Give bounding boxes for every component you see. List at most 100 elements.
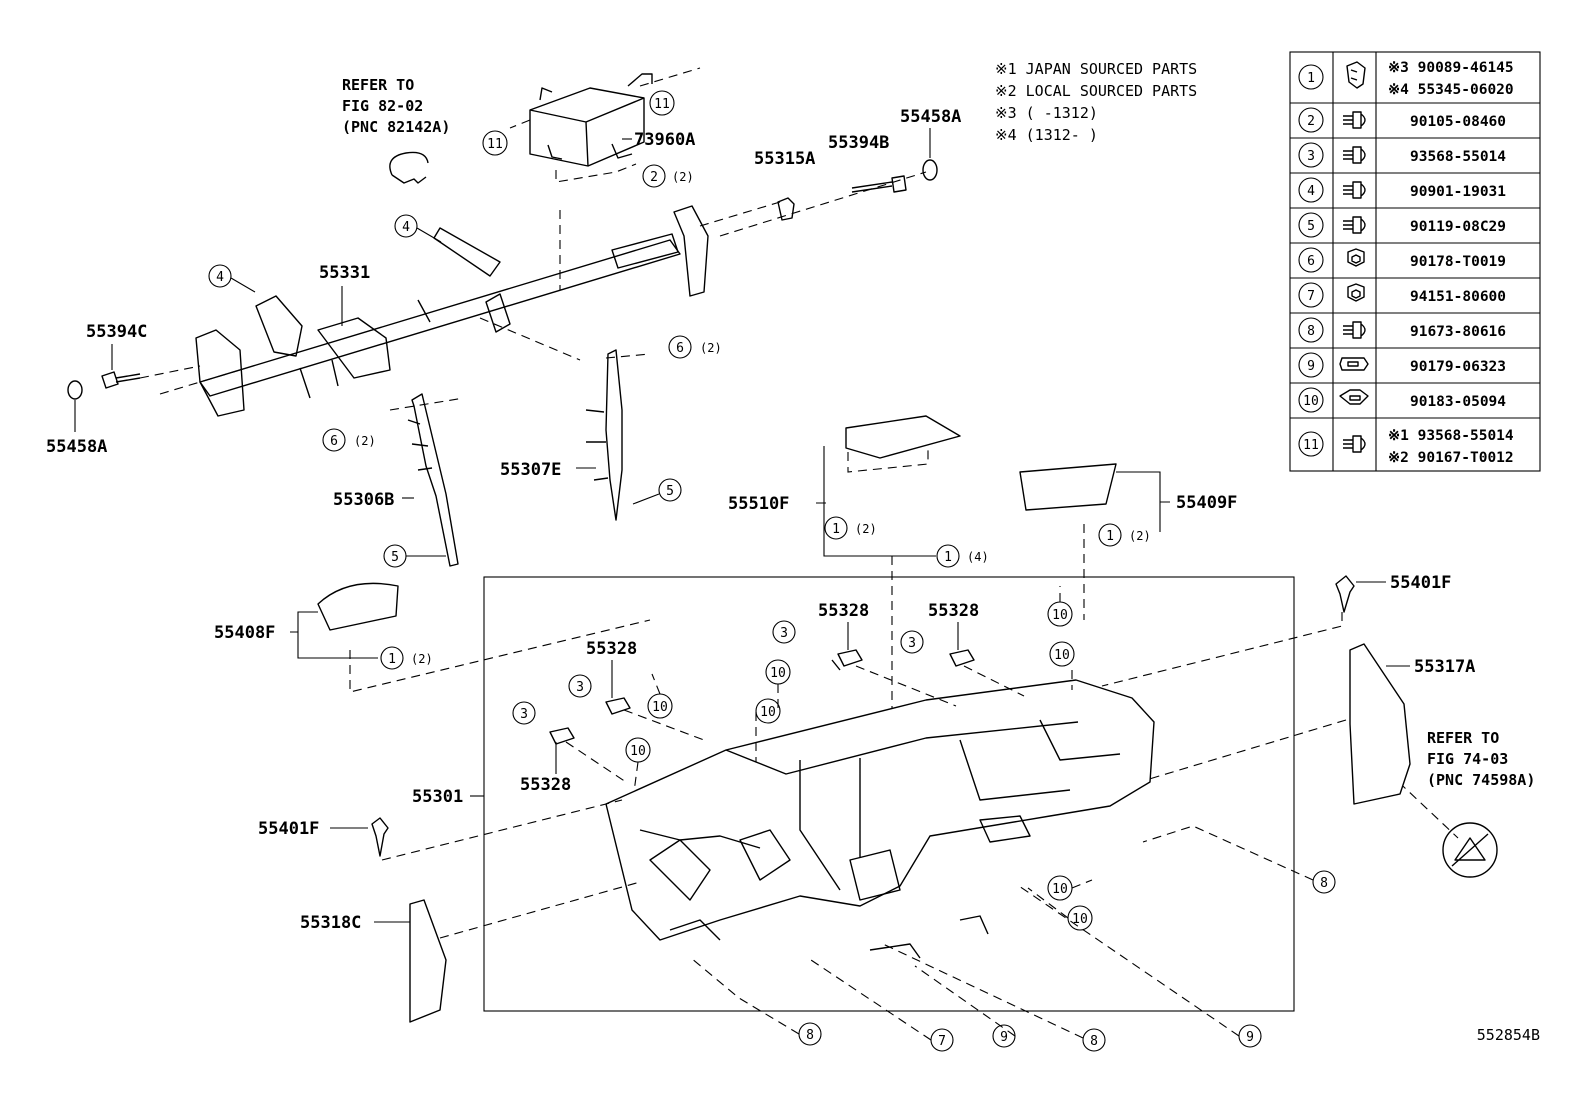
bolt-icon — [1343, 216, 1366, 234]
note-line-4: ※4 (1312- ) — [995, 126, 1098, 144]
callout-3-b: 3 — [900, 630, 924, 654]
part-label-73960A: 73960A — [634, 130, 695, 150]
svg-text:8: 8 — [1090, 1034, 1098, 1049]
svg-text:3: 3 — [576, 680, 584, 695]
note-line-3: ※3 ( -1312) — [995, 104, 1098, 122]
table-row-11-pn-b: ※2 90167-T0012 — [1388, 450, 1514, 466]
part-label-55328-c: 55328 — [586, 639, 637, 659]
callout-10-d: 10 — [755, 698, 781, 724]
warning-label-icon — [1442, 822, 1498, 878]
callout-11-b: 11 — [649, 90, 675, 116]
callout-4-a: 4 — [394, 214, 418, 238]
braces: 55306B 55307E — [333, 349, 651, 567]
part-label-55328-b: 55328 — [928, 601, 979, 621]
cap-icon — [922, 159, 938, 181]
svg-text:6: 6 — [676, 341, 684, 356]
bolt-icon — [101, 371, 141, 389]
svg-text:1: 1 — [944, 550, 952, 565]
callout-10-a: 10 — [1047, 601, 1073, 627]
nut-icon — [1347, 248, 1365, 267]
part-label-55458A-left: 55458A — [46, 437, 107, 457]
clip-icon — [549, 727, 575, 745]
table-row-1-number: 1 — [1307, 71, 1315, 86]
callout-8-c: 8 — [1082, 1028, 1106, 1052]
svg-text:(2): (2) — [1129, 529, 1151, 543]
table-row-8-pn: 91673-80616 — [1410, 324, 1506, 340]
callout-3-c: 3 — [568, 674, 592, 698]
callout-6-b: 6 (2) — [322, 428, 376, 452]
callout-1-a: 1 (2) — [824, 516, 877, 540]
part-label-55510F: 55510F — [728, 494, 789, 514]
table-row-10-number: 10 — [1303, 394, 1319, 409]
table-row-11-number: 11 — [1303, 438, 1319, 453]
svg-text:3: 3 — [908, 636, 916, 651]
svg-text:(2): (2) — [700, 341, 722, 355]
clip-icon — [831, 649, 863, 671]
part-label-55317A: 55317A — [1414, 657, 1475, 677]
bolt-icon — [1343, 321, 1366, 339]
table-row-3-pn: 93568-55014 — [1410, 149, 1506, 165]
table-row-1-pn-b: ※4 55345-06020 — [1388, 82, 1514, 98]
part-label-55401F-left: 55401F — [258, 819, 319, 839]
callout-9-a: 9 — [992, 1024, 1016, 1048]
svg-text:3: 3 — [780, 626, 788, 641]
svg-text:2: 2 — [650, 170, 658, 185]
callout-1-d: 1 (2) — [380, 646, 433, 670]
clip-icon — [605, 697, 631, 715]
callout-10-f: 10 — [625, 737, 651, 763]
wire-clip-icon — [389, 151, 429, 184]
part-label-55307E: 55307E — [500, 460, 561, 480]
part-label-55328-a: 55328 — [818, 601, 869, 621]
table-row-5-pn: 90119-08C29 — [1410, 219, 1506, 235]
callout-7: 7 — [930, 1028, 954, 1052]
callout-10-b: 10 — [1049, 641, 1075, 667]
callout-6-a: 6 (2) — [668, 335, 722, 359]
table-row-6-pn: 90178-T0019 — [1410, 254, 1506, 270]
bolt-icon — [1343, 181, 1366, 199]
screw-icon — [1343, 146, 1366, 164]
part-label-55401F-right: 55401F — [1390, 573, 1451, 593]
svg-text:10: 10 — [1054, 648, 1070, 663]
part-label-55315A: 55315A — [754, 149, 815, 169]
svg-text:9: 9 — [1246, 1030, 1254, 1045]
table-row-9-number: 9 — [1307, 359, 1315, 374]
bolt-icon — [1343, 111, 1366, 129]
table-row-8-number: 8 — [1307, 324, 1315, 339]
table-row-4-number: 4 — [1307, 184, 1315, 199]
u-nut-icon — [1339, 389, 1369, 405]
svg-text:10: 10 — [1072, 912, 1088, 927]
svg-text:5: 5 — [391, 550, 399, 565]
svg-text:FIG 74-03: FIG 74-03 — [1427, 750, 1508, 768]
callout-3-a: 3 — [772, 620, 796, 644]
callout-5-b: 5 — [383, 544, 407, 568]
svg-text:9: 9 — [1000, 1030, 1008, 1045]
fastener-table: 1 ※3 90089-46145 ※4 55345-06020 2 90105-… — [1289, 51, 1541, 472]
instrument-panel-dashboard: 55301 — [412, 679, 1155, 959]
callout-11-a: 11 — [482, 130, 508, 156]
side-parts: 55401F 55317A 55401F 55318C — [258, 573, 1475, 1023]
svg-text:REFER TO: REFER TO — [342, 76, 414, 94]
callout-10-c: 10 — [765, 659, 791, 685]
nut-icon — [1347, 283, 1365, 302]
svg-text:6: 6 — [330, 434, 338, 449]
table-row-2-number: 2 — [1307, 114, 1315, 129]
svg-text:10: 10 — [652, 700, 668, 715]
callout-4-b: 4 — [208, 264, 232, 288]
svg-text:10: 10 — [1052, 608, 1068, 623]
svg-text:8: 8 — [1320, 876, 1328, 891]
callout-10-e: 10 — [647, 693, 673, 719]
callout-5-a: 5 — [658, 478, 682, 502]
table-row-1-pn-a: ※3 90089-46145 — [1388, 60, 1514, 76]
callout-9-b: 9 — [1238, 1024, 1262, 1048]
svg-text:4: 4 — [402, 220, 410, 235]
svg-text:1: 1 — [832, 522, 840, 537]
part-label-55306B: 55306B — [333, 490, 394, 510]
svg-text:8: 8 — [806, 1028, 814, 1043]
refer-note-right: REFER TO FIG 74-03 (PNC 74598A) — [1387, 729, 1535, 878]
part-label-55394C: 55394C — [86, 322, 147, 342]
svg-text:(2): (2) — [672, 170, 694, 184]
instrument-panel-reinforcement: 55331 — [159, 201, 781, 417]
svg-text:1: 1 — [1106, 529, 1114, 544]
callout-8-b: 8 — [798, 1022, 822, 1046]
